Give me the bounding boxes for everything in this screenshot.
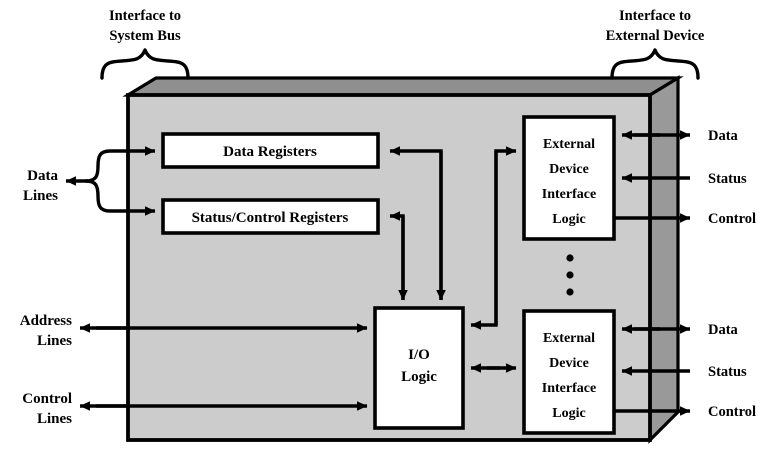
external-bottom-label-line3: Interface xyxy=(542,381,596,396)
external-top-label-line4: Logic xyxy=(552,212,585,227)
header-system-bus-line2: System Bus xyxy=(109,28,181,44)
module-right-face xyxy=(648,75,680,444)
data-registers-box[interactable] xyxy=(161,132,380,169)
external-bottom-label-line4: Logic xyxy=(552,406,585,421)
external-bottom-control-label: Control xyxy=(708,404,756,420)
external-top-data-label: Data xyxy=(708,128,739,144)
data-registers-label: Data Registers xyxy=(223,144,317,160)
data-lines-brace xyxy=(84,149,130,213)
address-lines-label-line2: Lines xyxy=(37,333,72,349)
module-top-face xyxy=(122,76,684,97)
external-top-status-label: Status xyxy=(708,171,747,187)
external-device-top-box[interactable] xyxy=(522,115,616,241)
external-bottom-label-line1: External xyxy=(543,331,595,346)
header-system-bus-line1: Interface to xyxy=(109,8,181,24)
external-top-control-label: Control xyxy=(708,211,756,227)
brace-external-device xyxy=(610,48,700,80)
external-top-label-line2: Device xyxy=(549,162,589,177)
control-lines-label-line1: Control xyxy=(22,391,72,407)
header-external-device-line1: Interface to xyxy=(619,8,691,24)
io-logic-label-line2: Logic xyxy=(401,369,437,385)
external-top-label-line1: External xyxy=(543,137,595,152)
data-lines-label-line2: Lines xyxy=(23,188,58,204)
data-lines-label-line1: Data xyxy=(27,168,58,184)
control-lines-label-line2: Lines xyxy=(37,411,72,427)
address-lines-label-line1: Address xyxy=(20,313,72,329)
external-bottom-label-line2: Device xyxy=(549,356,589,371)
status-control-registers-label: Status/Control Registers xyxy=(192,210,349,226)
external-top-to-io-logic-arrow xyxy=(470,151,498,330)
brace-system-bus xyxy=(100,48,190,80)
external-bottom-data-label: Data xyxy=(708,322,739,338)
io-logic-box[interactable] xyxy=(373,306,465,430)
external-bottom-status-label: Status xyxy=(708,364,747,380)
io-logic-label-line1: I/O xyxy=(408,347,430,363)
external-top-label-line3: Interface xyxy=(542,187,596,202)
vertical-ellipsis-icon xyxy=(566,254,574,296)
external-device-bottom-box[interactable] xyxy=(522,309,616,435)
status-control-registers-box[interactable] xyxy=(161,198,380,235)
header-external-device-line2: External Device xyxy=(606,28,705,44)
